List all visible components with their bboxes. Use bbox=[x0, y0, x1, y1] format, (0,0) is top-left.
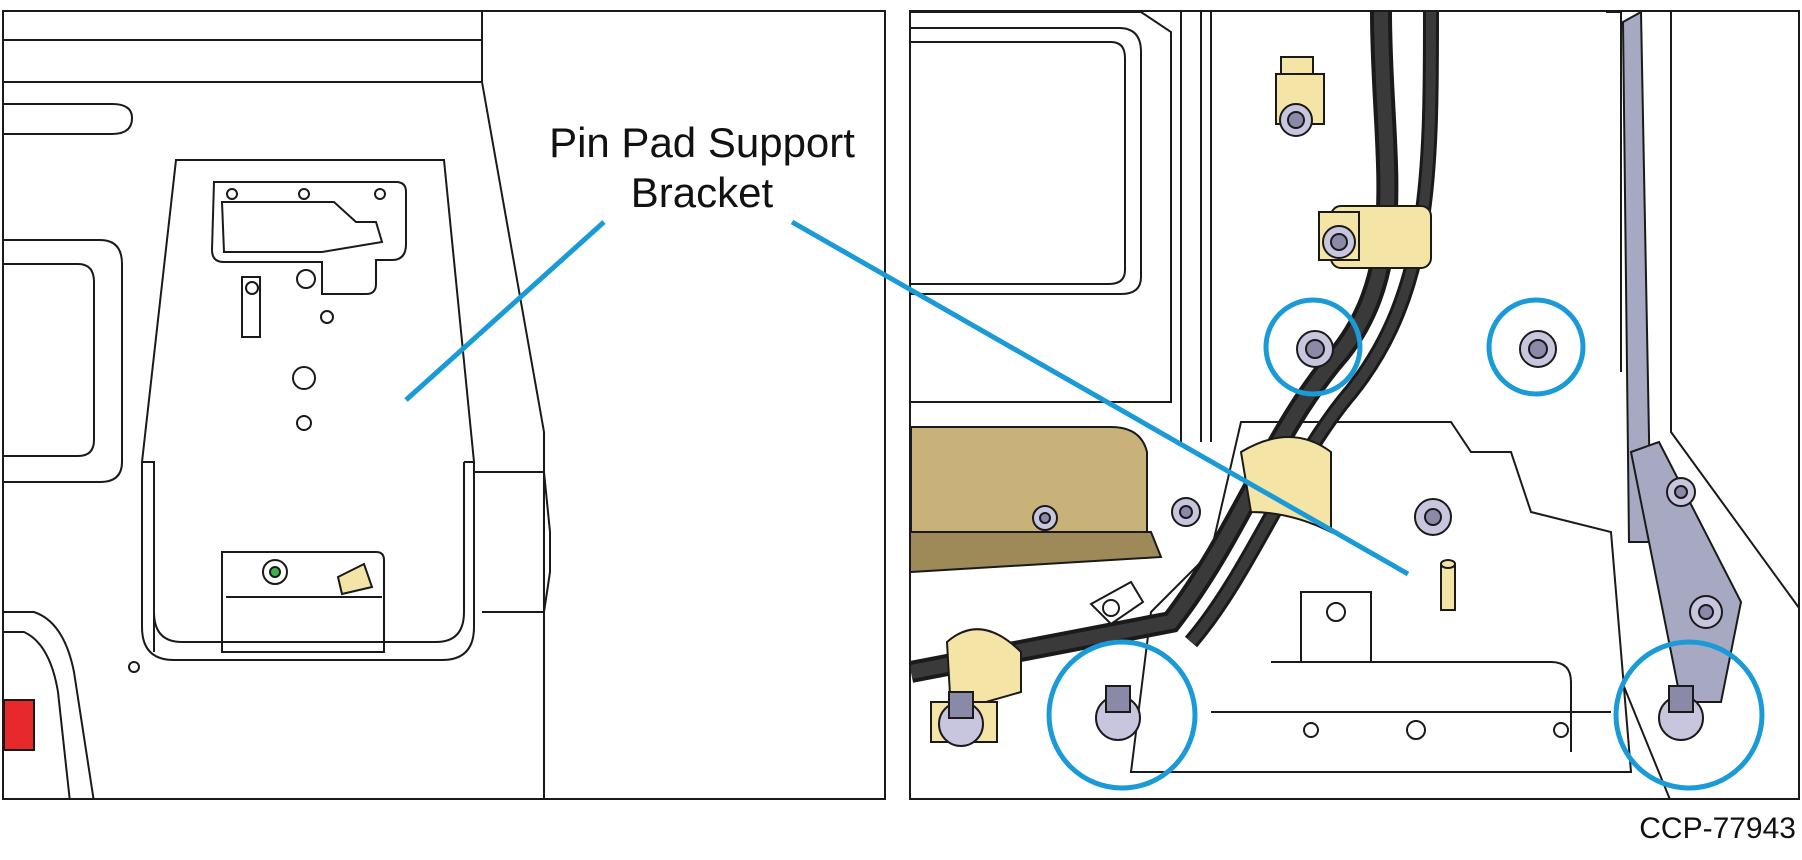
hex-nut bbox=[1296, 330, 1334, 368]
callout-line-1: Pin Pad Support bbox=[549, 119, 855, 166]
callout-label: Pin Pad Support Bracket bbox=[522, 118, 882, 218]
left-view-drawing bbox=[4, 12, 551, 798]
base-plate bbox=[1129, 421, 1633, 773]
right-view-drawing bbox=[911, 12, 1798, 798]
right-view-panel bbox=[909, 10, 1800, 800]
bracket-top-cutout bbox=[210, 181, 407, 295]
hex-nut bbox=[1095, 685, 1141, 741]
bracket-hole bbox=[296, 269, 316, 289]
standoff-post bbox=[1440, 563, 1456, 611]
red-accent bbox=[4, 699, 35, 751]
hex-nut bbox=[1318, 211, 1360, 261]
hex-nut bbox=[1666, 477, 1696, 507]
hex-nut bbox=[1032, 505, 1058, 531]
side-console-inner bbox=[4, 263, 95, 457]
side-console-outer bbox=[4, 239, 123, 483]
hex-nut bbox=[1171, 497, 1201, 527]
hex-nut bbox=[930, 691, 998, 747]
hex-nut bbox=[1519, 330, 1557, 368]
figure-id: CCP-77943 bbox=[1639, 812, 1796, 845]
hex-nut bbox=[1275, 73, 1325, 137]
callout-line-2: Bracket bbox=[630, 169, 774, 216]
bracket-bottom-pocket bbox=[221, 551, 385, 653]
bracket-slot bbox=[241, 276, 261, 338]
hex-nut bbox=[1414, 498, 1452, 536]
housing-slot bbox=[4, 103, 134, 135]
pin-pad-support-bracket-outline bbox=[141, 159, 475, 661]
hex-nut bbox=[1689, 595, 1723, 629]
bracket-hole bbox=[292, 366, 316, 390]
left-view-panel bbox=[2, 10, 886, 800]
